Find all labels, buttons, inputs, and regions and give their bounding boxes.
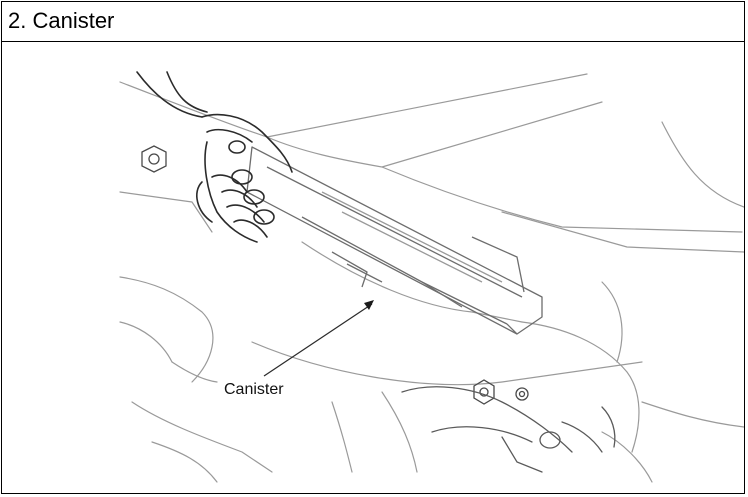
hose-fittings (136, 71, 293, 243)
line-drawing (119, 71, 744, 483)
canister-body (246, 146, 543, 335)
background-structure (119, 73, 744, 483)
canister-callout-label: Canister (222, 381, 286, 399)
section-title: 2. Canister (8, 8, 115, 33)
callout-leader (263, 300, 374, 377)
mounting-bolts (141, 145, 529, 405)
arrowhead-icon (364, 300, 374, 310)
suspension-components (401, 386, 616, 473)
canister-illustration: Canister (2, 42, 744, 493)
section-header: 2. Canister (2, 2, 744, 42)
